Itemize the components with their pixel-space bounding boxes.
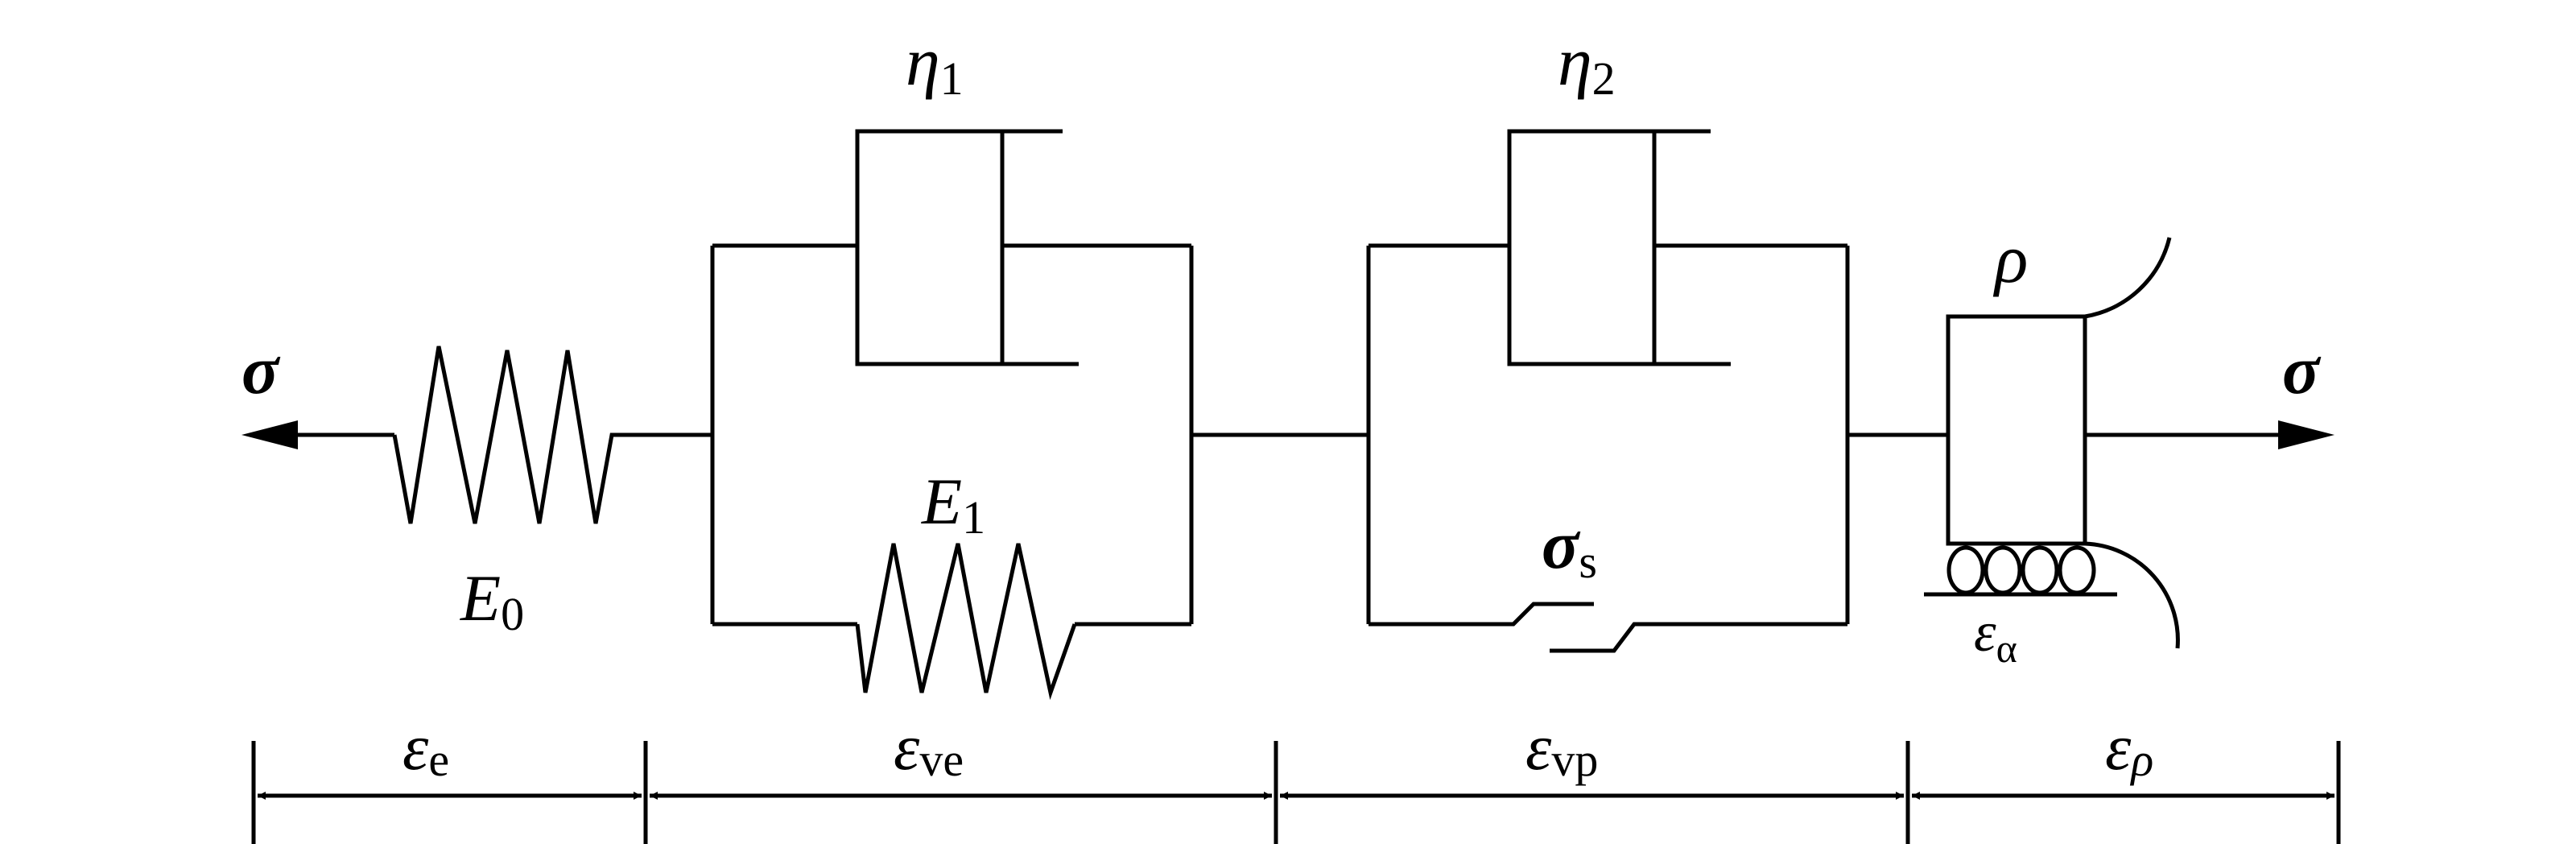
spring-e1 xyxy=(855,543,1077,701)
label-eps-alpha: εα xyxy=(1974,602,2017,671)
damage-element-rho xyxy=(1924,237,2180,649)
dashpot-eta1 xyxy=(855,129,1079,366)
roller-bearings xyxy=(1924,545,2117,597)
friction-slider-sigma-s xyxy=(1368,602,1847,653)
label-eps-vp: εvp xyxy=(1525,710,1598,786)
label-sigma-right: σ xyxy=(2282,331,2322,408)
spring-e0 xyxy=(392,345,712,524)
dashpot-eta2 xyxy=(1507,129,1731,366)
label-rho: ρ xyxy=(1992,220,2028,297)
label-sigma-left: σ xyxy=(242,331,281,408)
label-eps-e: εe xyxy=(402,710,449,786)
bingham-element-vp xyxy=(1366,129,1850,653)
right-stress-arrow xyxy=(2085,420,2334,449)
strain-dimension-lines xyxy=(251,741,2341,844)
label-eta2: η2 xyxy=(1558,23,1616,105)
label-sigma-s: σs xyxy=(1542,506,1597,588)
label-eta1: η1 xyxy=(906,23,964,105)
label-eps-rho: ερ xyxy=(2105,710,2153,786)
label-e0: E0 xyxy=(460,561,524,640)
left-stress-arrow xyxy=(242,420,394,449)
label-eps-ve: εve xyxy=(894,710,964,786)
label-e1: E1 xyxy=(921,465,985,544)
kelvin-element-ve xyxy=(710,129,1194,701)
